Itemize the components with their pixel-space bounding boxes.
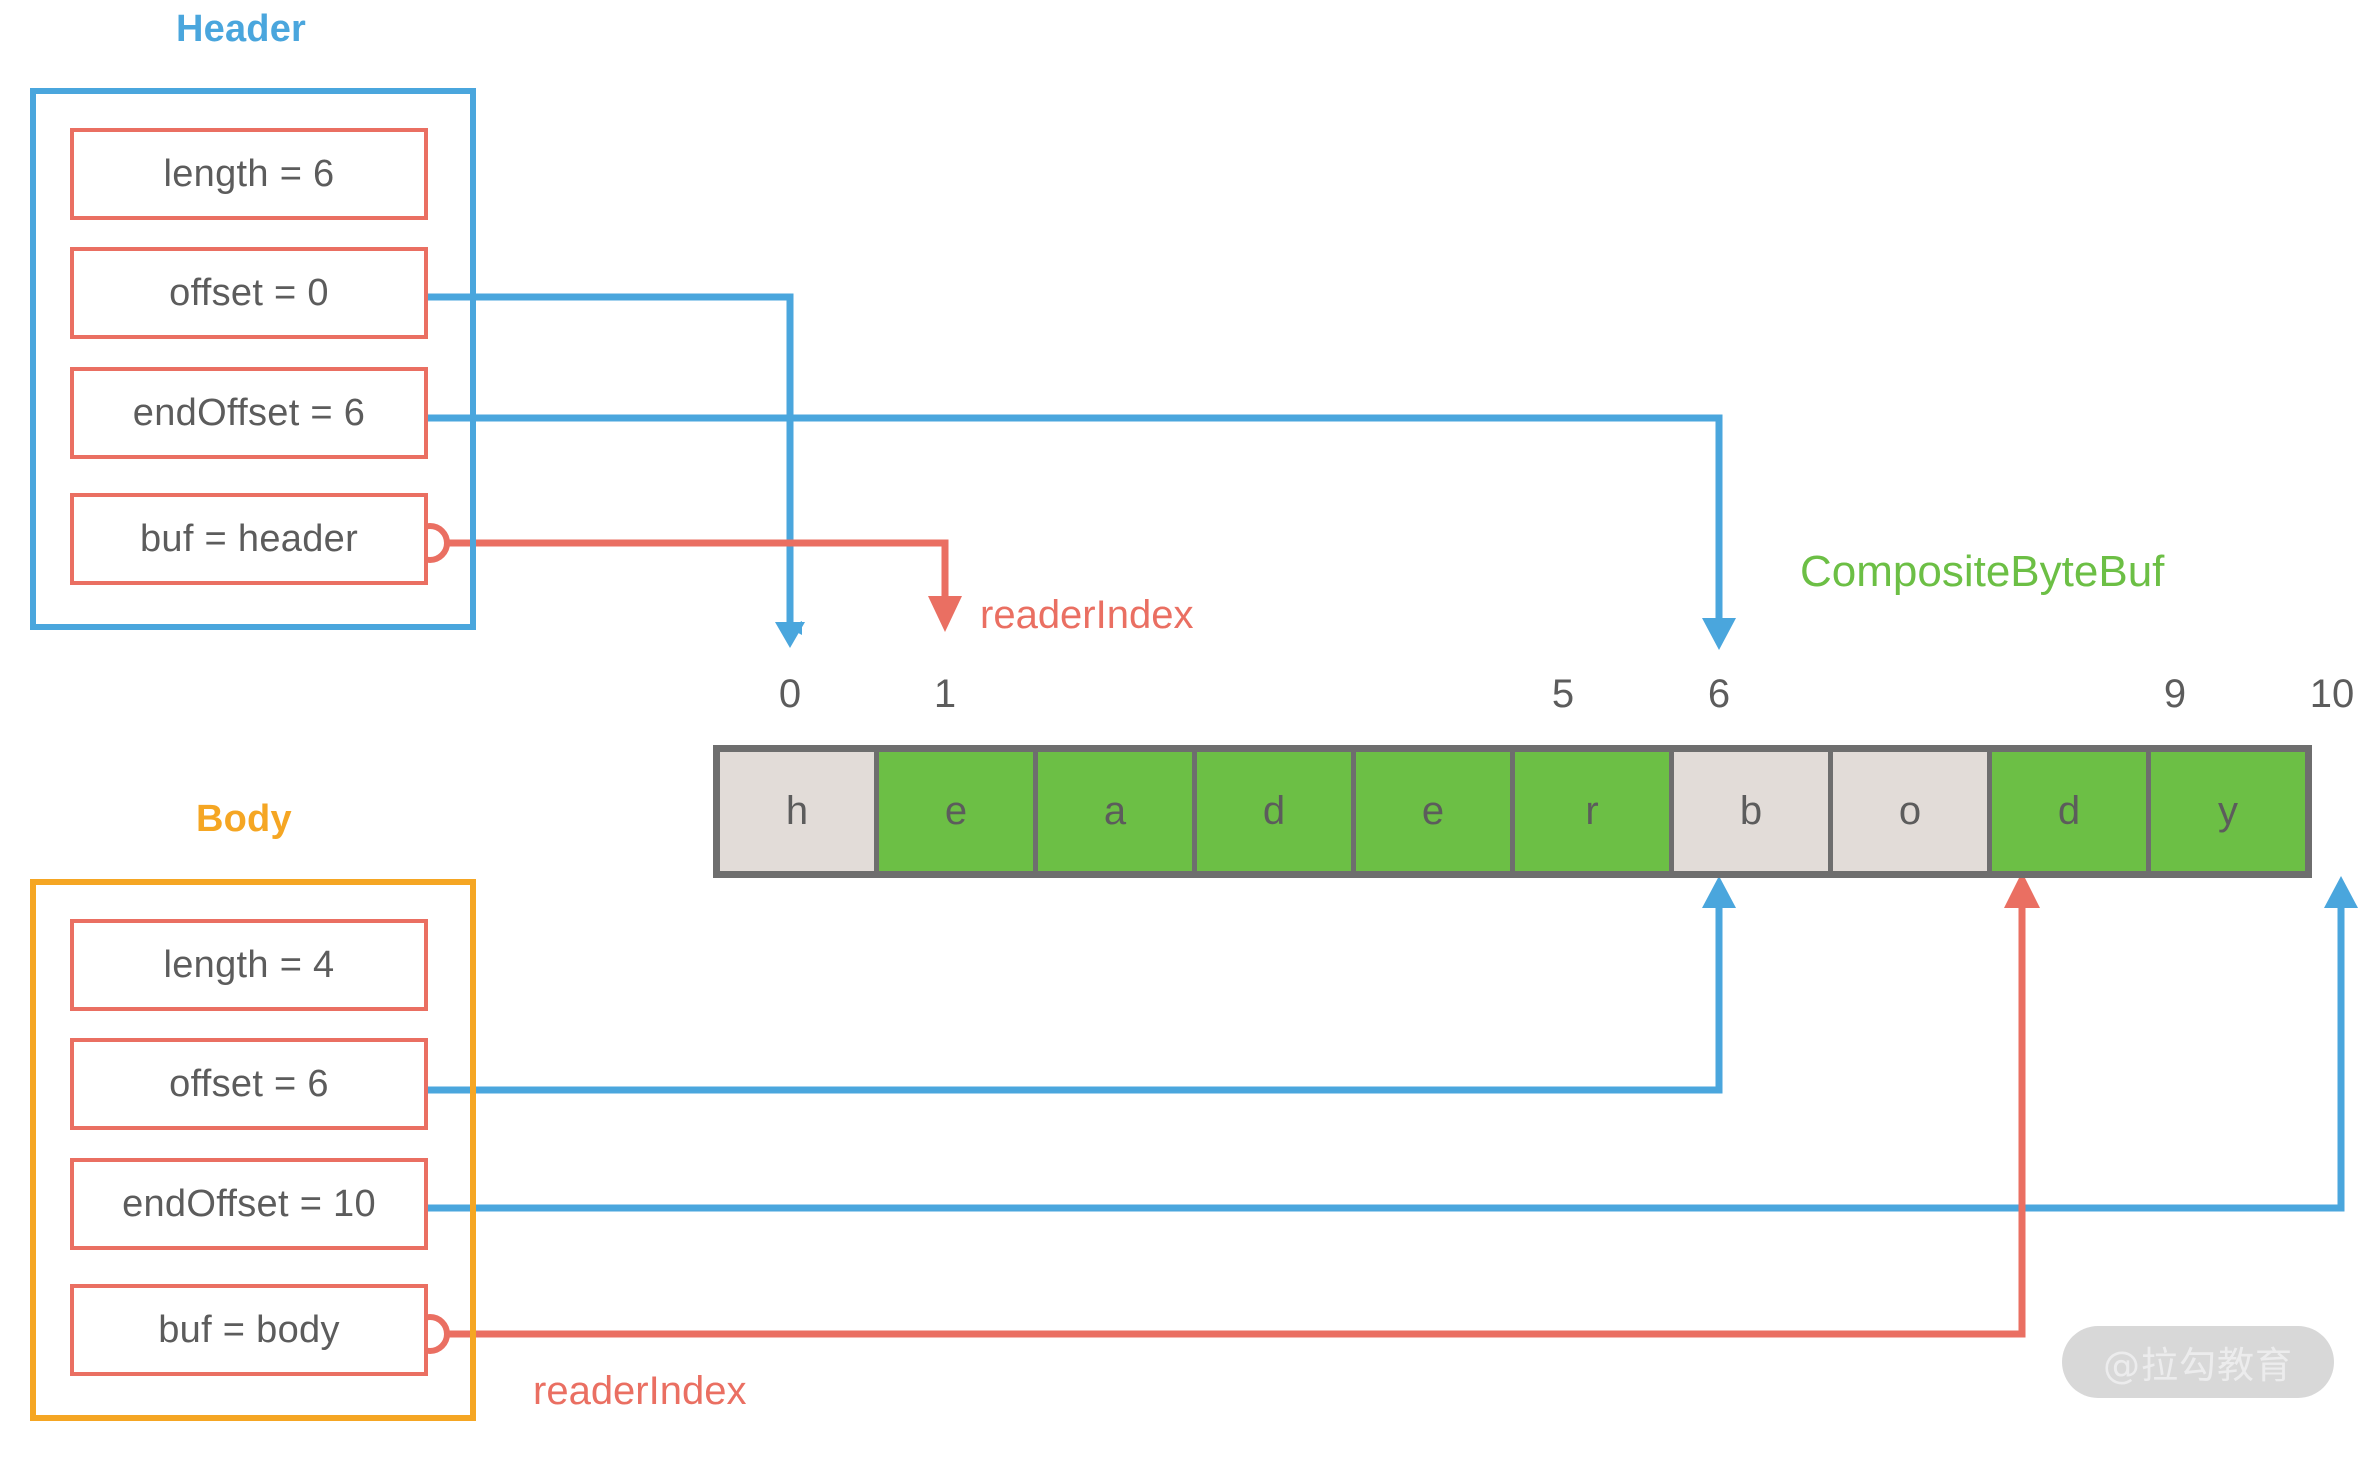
byte-cell: b xyxy=(1674,752,1828,871)
byte-cell: a xyxy=(1038,752,1192,871)
watermark: @拉勾教育 xyxy=(2062,1326,2334,1398)
byte-cell: y xyxy=(2151,752,2305,871)
body-field-length: length = 4 xyxy=(70,919,428,1011)
composite-bytebuf-label: CompositeByteBuf xyxy=(1800,547,2165,596)
header-group-box xyxy=(30,88,476,630)
byte-index-tick: 10 xyxy=(2309,672,2355,716)
byte-index-tick: 5 xyxy=(1551,672,1575,716)
byte-cell: e xyxy=(1356,752,1510,871)
byte-cell: h xyxy=(720,752,874,871)
body-group-box xyxy=(30,879,476,1421)
byte-index-tick: 6 xyxy=(1707,672,1731,716)
body-field-offset: offset = 6 xyxy=(70,1038,428,1130)
connector-body-endoffset xyxy=(428,876,2358,1212)
body-group-title: Body xyxy=(196,798,292,840)
byte-cell: r xyxy=(1515,752,1669,871)
byte-index-tick: 9 xyxy=(2163,672,2187,716)
header-field-offset: offset = 0 xyxy=(70,247,428,339)
header-field-endoffset: endOffset = 6 xyxy=(70,367,428,459)
connector-body-offset xyxy=(428,876,1736,1094)
header-group-title: Header xyxy=(176,8,307,50)
reader-index-label-top: readerIndex xyxy=(980,593,1194,637)
byte-index-tick: 1 xyxy=(933,672,957,716)
header-field-length: length = 6 xyxy=(70,128,428,220)
connector-header-buf xyxy=(410,523,962,632)
byte-index-tick: 0 xyxy=(778,672,802,716)
body-field-buf: buf = body xyxy=(70,1284,428,1376)
byte-cell: e xyxy=(879,752,1033,871)
reader-index-label-bottom: readerIndex xyxy=(533,1369,747,1413)
connector-header-offset xyxy=(428,293,805,648)
byte-cell: o xyxy=(1833,752,1987,871)
byte-cell: d xyxy=(1197,752,1351,871)
header-field-buf: buf = header xyxy=(70,493,428,585)
body-field-endoffset: endOffset = 10 xyxy=(70,1158,428,1250)
connector-body-buf xyxy=(410,872,2040,1354)
byte-cell: d xyxy=(1992,752,2146,871)
